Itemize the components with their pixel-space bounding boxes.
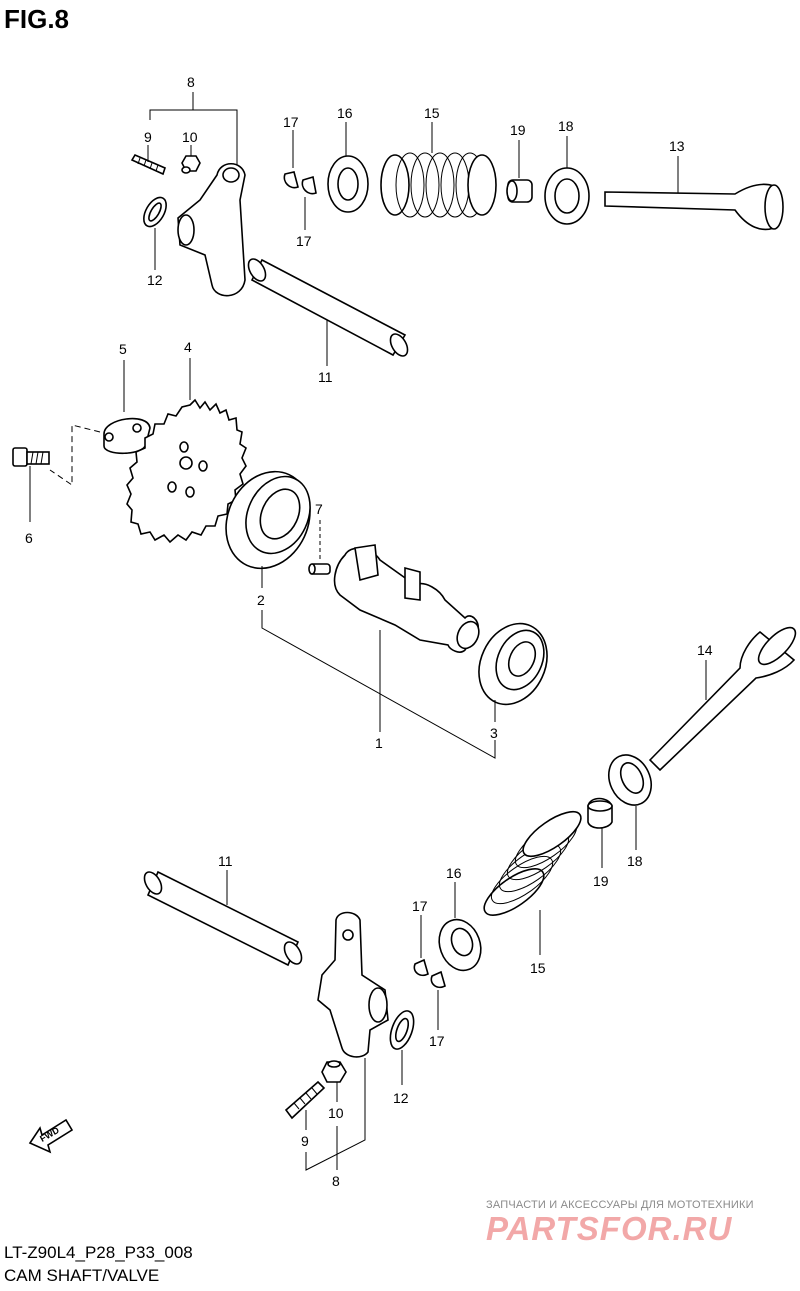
valve-cotter-bottom	[413, 915, 446, 1030]
fwd-arrow-icon: FWD	[28, 1118, 74, 1154]
valve-spring-retainer-bottom	[438, 882, 482, 972]
diagram-name: CAM SHAFT/VALVE	[4, 1266, 160, 1285]
camshaft-bearing-right	[478, 622, 548, 722]
callout-1: 1	[375, 735, 383, 751]
adjust-screw-bottom	[284, 1080, 326, 1130]
callout-17-bottom-b: 17	[429, 1033, 445, 1049]
callout-8-bottom: 8	[332, 1173, 340, 1189]
callout-2: 2	[257, 592, 265, 608]
washer-bottom	[389, 1010, 415, 1085]
callout-11-bottom: 11	[218, 853, 233, 869]
callout-8-top: 8	[187, 74, 195, 90]
callout-18-top: 18	[558, 118, 574, 134]
valve-cotter-top	[283, 130, 317, 230]
callout-9-top: 9	[144, 129, 152, 145]
watermark-tagline: ЗАПЧАСТИ И АКСЕССУАРЫ ДЛЯ МОТОТЕХНИКИ	[486, 1199, 754, 1211]
bracket-8-top	[149, 92, 238, 120]
camshaft-bearing-left	[225, 470, 311, 588]
alignment-line	[49, 424, 101, 486]
rocker-arm-top	[177, 120, 246, 297]
callout-19-bottom: 19	[593, 873, 609, 889]
lock-nut-top	[181, 145, 201, 174]
callout-6: 6	[25, 530, 33, 546]
valve-spring-seat-bottom	[608, 754, 652, 850]
figure-title: FIG.8	[4, 4, 70, 34]
callout-14: 14	[697, 642, 713, 658]
rocker-shaft-top	[247, 258, 409, 366]
callout-15-top: 15	[424, 105, 440, 121]
callout-16-bottom: 16	[446, 865, 462, 881]
valve-spring-bottom	[483, 810, 582, 955]
callout-13: 13	[669, 138, 685, 154]
callout-19-top: 19	[510, 122, 526, 138]
callout-16-top: 16	[337, 105, 353, 121]
bracket-8-bottom	[305, 1058, 366, 1171]
valve-13	[604, 156, 784, 231]
callout-12-top: 12	[147, 272, 163, 288]
rocker-arm-bottom	[317, 911, 389, 1058]
valve-spring-seat-top	[544, 136, 590, 225]
cam-sprocket	[126, 358, 247, 544]
callout-7: 7	[315, 501, 323, 517]
watermark-brand-logo: PARTSFOR.RU	[486, 1210, 733, 1247]
callout-10-top: 10	[182, 129, 198, 145]
callout-18-bottom: 18	[627, 853, 643, 869]
callout-17-top-a: 17	[283, 114, 299, 130]
valve-spring-top	[380, 122, 497, 218]
callout-17-bottom-a: 17	[412, 898, 428, 914]
callout-15-bottom: 15	[530, 960, 546, 976]
adjust-screw-top	[130, 145, 166, 176]
locating-pin	[308, 520, 331, 575]
callout-10-bottom: 10	[328, 1105, 344, 1121]
callout-4: 4	[184, 339, 192, 355]
callout-17-top-b: 17	[296, 233, 312, 249]
camshaft	[333, 544, 480, 732]
valve-spring-retainer-top	[327, 122, 369, 213]
sprocket-bolt	[12, 447, 50, 522]
washer-top	[143, 196, 167, 270]
callout-12-bottom: 12	[393, 1090, 409, 1106]
callout-11-top: 11	[318, 369, 333, 385]
rocker-shaft-bottom	[143, 870, 303, 967]
valve-14	[648, 626, 797, 772]
callout-9-bottom: 9	[301, 1133, 309, 1149]
sprocket-lock-plate	[103, 360, 151, 455]
valve-stem-seal-bottom	[587, 797, 613, 868]
callout-5: 5	[119, 341, 127, 357]
bracket-1-3	[261, 610, 496, 759]
lock-nut-bottom	[321, 1060, 347, 1102]
callout-3: 3	[490, 725, 498, 741]
valve-stem-seal-top	[506, 140, 533, 203]
diagram-code: LT-Z90L4_P28_P33_008	[4, 1243, 193, 1262]
